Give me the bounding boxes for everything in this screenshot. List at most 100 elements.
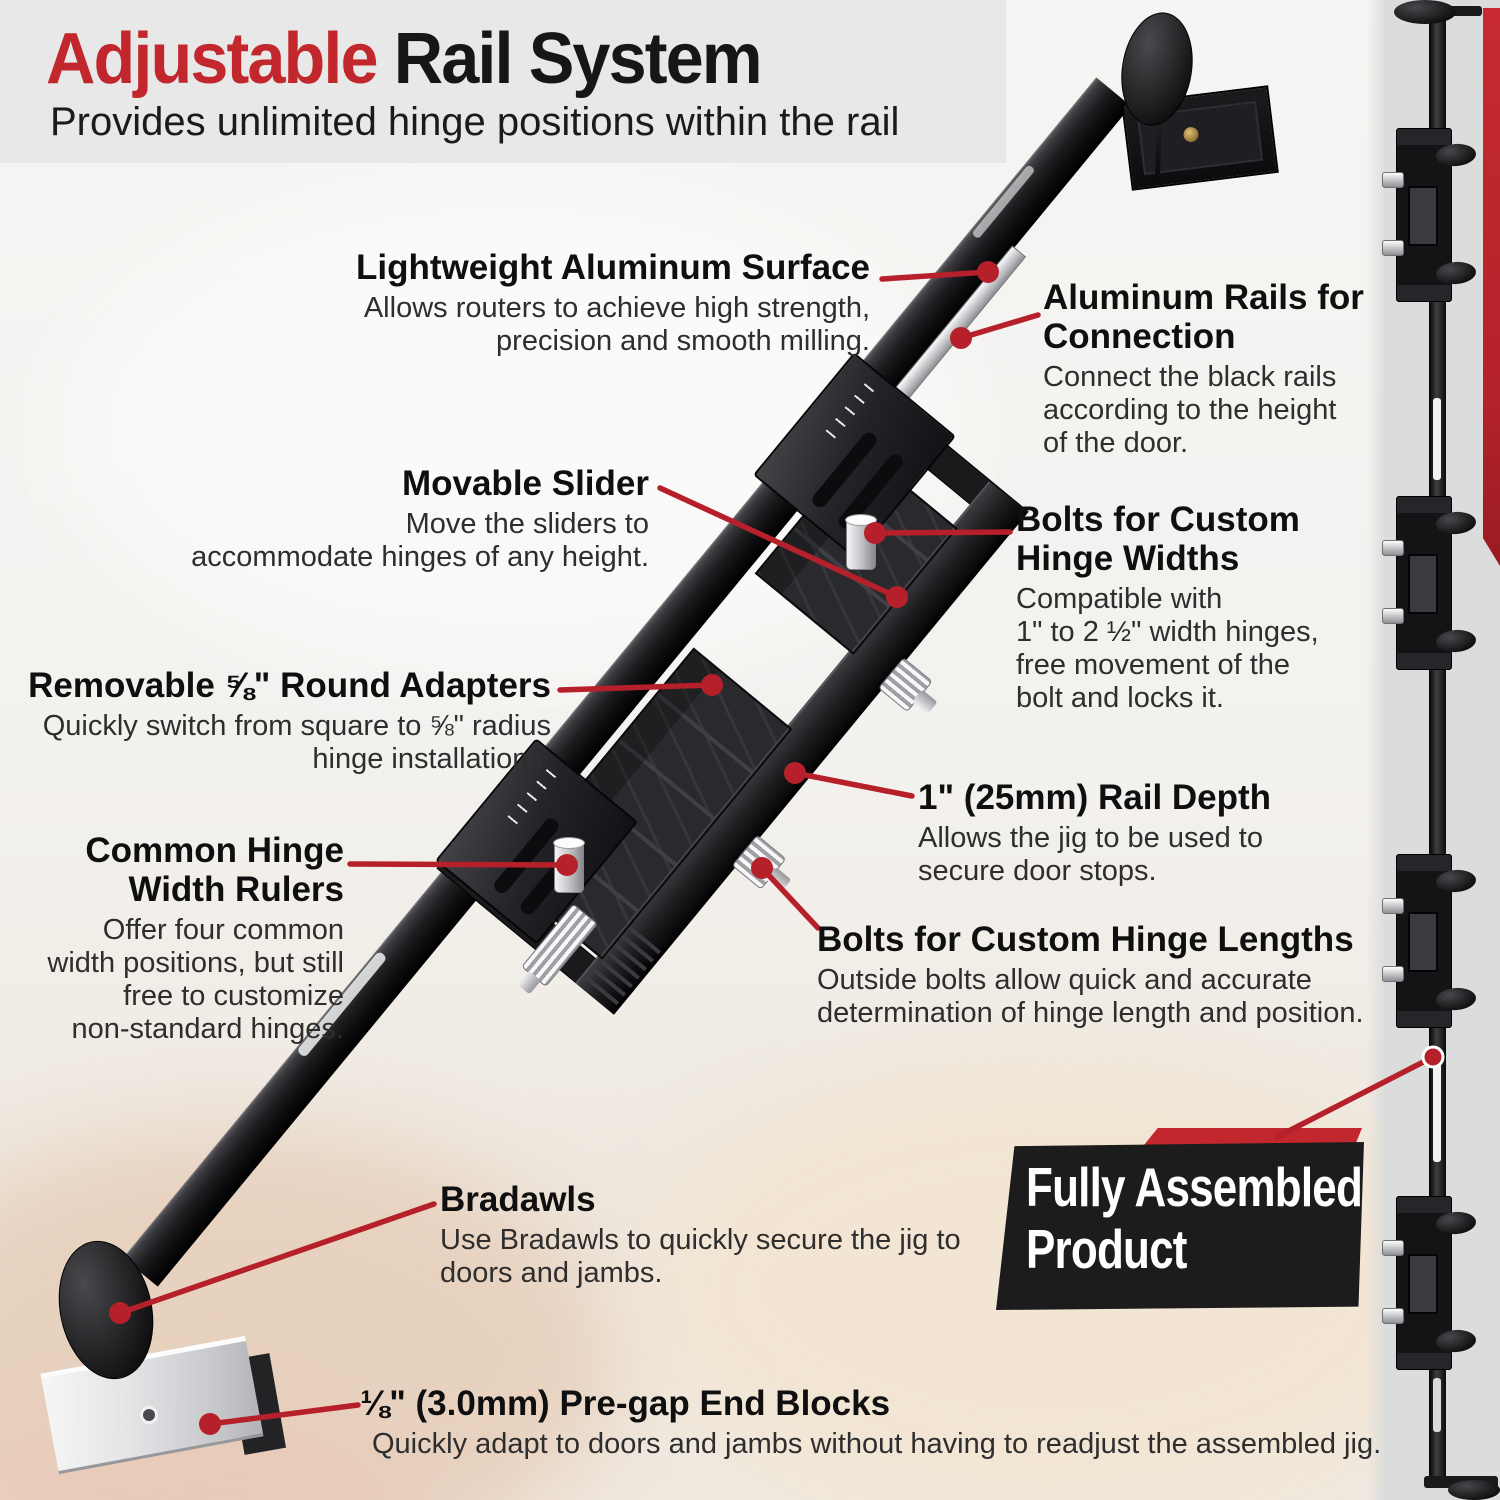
callout-body-line: doors and jambs.	[440, 1257, 663, 1289]
callout-body: Quickly adapt to doors and jambs without…	[372, 1428, 1381, 1461]
callout-body-line: Allows routers to achieve high strength,	[363, 292, 870, 324]
title-rest: Rail System	[376, 19, 763, 99]
callout-line-assembled	[1274, 1054, 1436, 1140]
callout-heading: Common Hinge Width Rulers	[47, 831, 344, 909]
callout-line-bradawls	[117, 1201, 437, 1316]
callout-body-line: free to customize	[123, 980, 344, 1012]
title-highlight: Adjustable	[46, 19, 379, 99]
slider-assembly	[1382, 854, 1477, 1028]
callout-body-line: Offer four common	[102, 914, 344, 946]
callout-aluminum-rails: Aluminum Rails for Connection Connect th…	[1043, 278, 1364, 460]
callout-heading-line: Connection	[1043, 317, 1236, 356]
callout-movable-slider: Movable Slider Move the sliders to accom…	[191, 464, 649, 574]
callout-body: Outside bolts allow quick and accurate d…	[817, 964, 1364, 1030]
callout-line-aluminum-rails	[958, 312, 1041, 341]
assembly-bolt	[1382, 540, 1404, 556]
assembly-bolt	[1382, 898, 1404, 914]
slider-assembly	[1382, 128, 1477, 302]
callout-body: Use Bradawls to quickly secure the jig t…	[440, 1224, 961, 1290]
callout-dot-round-adapters	[701, 674, 723, 696]
badge-line2: Product	[1026, 1218, 1187, 1280]
assembly-bolt	[1382, 172, 1404, 188]
callout-line-width-rulers	[347, 861, 570, 868]
assembly-bolt	[1382, 240, 1404, 256]
callout-body: Allows the jig to be used to secure door…	[918, 822, 1271, 888]
callout-heading-line: Hinge Widths	[1016, 539, 1240, 578]
callout-bradawls: Bradawls Use Bradawls to quickly secure …	[440, 1180, 961, 1290]
callout-body: Connect the black rails according to the…	[1043, 361, 1364, 460]
callout-heading: Lightweight Aluminum Surface	[356, 248, 870, 287]
callout-line-lightweight	[879, 269, 991, 282]
badge-text: Fully Assembled Product	[1026, 1156, 1363, 1280]
callout-body: Compatible with 1" to 2 ½" width hinges,…	[1016, 583, 1319, 715]
callout-dot-width-rulers	[556, 854, 578, 876]
assembly-window	[1408, 186, 1438, 246]
page-title: Adjustable Rail System	[46, 18, 763, 100]
callout-heading: Removable ⅝" Round Adapters	[28, 666, 551, 705]
callout-dot-lightweight	[977, 261, 999, 283]
slider-assembly	[1382, 496, 1477, 670]
callout-heading-line: Aluminum Rails for	[1043, 278, 1364, 317]
callout-dot-end-blocks	[199, 1413, 221, 1435]
bradawl-knob	[1394, 0, 1456, 24]
callout-heading: Aluminum Rails for Connection	[1043, 278, 1364, 356]
callout-body: Offer four common width positions, but s…	[47, 914, 344, 1046]
assembly-bolt	[1382, 1240, 1404, 1256]
fully-assembled-badge: Fully Assembled Product	[978, 1126, 1382, 1312]
callout-body-line: secure door stops.	[918, 855, 1157, 887]
callout-body-line: Quickly switch from square to ⅝" radius	[42, 710, 551, 742]
callout-dot-movable-slider	[886, 586, 908, 608]
callout-dot-bolts-lengths	[751, 857, 773, 879]
callout-line-movable-slider	[657, 485, 900, 600]
callout-heading: Bradawls	[440, 1180, 596, 1219]
badge-background	[996, 1142, 1364, 1310]
callout-body-line: non-standard hinges.	[71, 1013, 344, 1045]
callout-end-blocks: ⅛" (3.0mm) Pre-gap End Blocks Quickly ad…	[360, 1384, 1381, 1461]
callout-line-bolts-lengths	[759, 865, 821, 931]
rail-highlight	[1433, 1062, 1441, 1162]
callout-body-line: hinge installations.	[312, 743, 551, 775]
callout-dot-rail-depth	[784, 762, 806, 784]
callout-body-line: 1" to 2 ½" width hinges,	[1016, 616, 1319, 648]
page-subtitle: Provides unlimited hinge positions withi…	[50, 100, 900, 144]
callout-body-line: Quickly adapt to doors and jambs without…	[372, 1428, 1382, 1460]
badge-line1: Fully Assembled	[1026, 1156, 1363, 1218]
assembly-window	[1408, 912, 1438, 972]
callout-body-line: bolt and locks it.	[1016, 682, 1224, 714]
callout-dot-aluminum-rails	[950, 327, 972, 349]
callout-body-line: Use Bradawls to quickly secure the jig t…	[440, 1224, 961, 1256]
callout-heading: Bolts for Custom Hinge Lengths	[817, 920, 1354, 959]
callout-line-end-blocks	[207, 1402, 361, 1427]
assembly-bolt	[1382, 1308, 1404, 1324]
callout-bolts-lengths: Bolts for Custom Hinge Lengths Outside b…	[817, 920, 1364, 1030]
callout-body-line: precision and smooth milling.	[496, 325, 870, 357]
callout-line-round-adapters	[557, 682, 715, 693]
bradawl-knob	[1448, 1480, 1500, 1500]
callout-body: Allows routers to achieve high strength,…	[356, 292, 870, 358]
callout-body-line: accommodate hinges of any height.	[191, 541, 649, 573]
assembly-bolt	[1382, 966, 1404, 982]
callout-body-line: Compatible with	[1016, 583, 1223, 615]
callout-heading: Movable Slider	[401, 464, 649, 503]
callout-bolts-widths: Bolts for Custom Hinge Widths Compatible…	[1016, 500, 1319, 715]
callout-heading-line: Width Rulers	[128, 870, 344, 909]
callout-body-line: of the door.	[1043, 427, 1189, 459]
callout-round-adapters: Removable ⅝" Round Adapters Quickly swit…	[28, 666, 551, 776]
callout-dot-bolts-widths	[864, 522, 886, 544]
callout-body-line: free movement of the	[1016, 649, 1291, 681]
assembly-bolt	[1382, 608, 1404, 624]
callout-heading-line: Bolts for Custom	[1016, 500, 1300, 539]
callout-body-line: width positions, but still	[47, 947, 344, 979]
callout-line-bolts-widths	[872, 529, 1013, 536]
callout-heading-line: Common Hinge	[85, 831, 344, 870]
callout-heading: 1" (25mm) Rail Depth	[918, 778, 1272, 817]
callout-body-line: according to the height	[1043, 394, 1337, 426]
rail-highlight	[1433, 398, 1441, 480]
callout-lightweight-surface: Lightweight Aluminum Surface Allows rout…	[356, 248, 870, 358]
callout-body: Quickly switch from square to ⅝" radius …	[28, 710, 551, 776]
slider-assembly	[1382, 1196, 1477, 1370]
callout-body: Move the sliders to accommodate hinges o…	[191, 508, 649, 574]
callout-rail-depth: 1" (25mm) Rail Depth Allows the jig to b…	[918, 778, 1271, 888]
